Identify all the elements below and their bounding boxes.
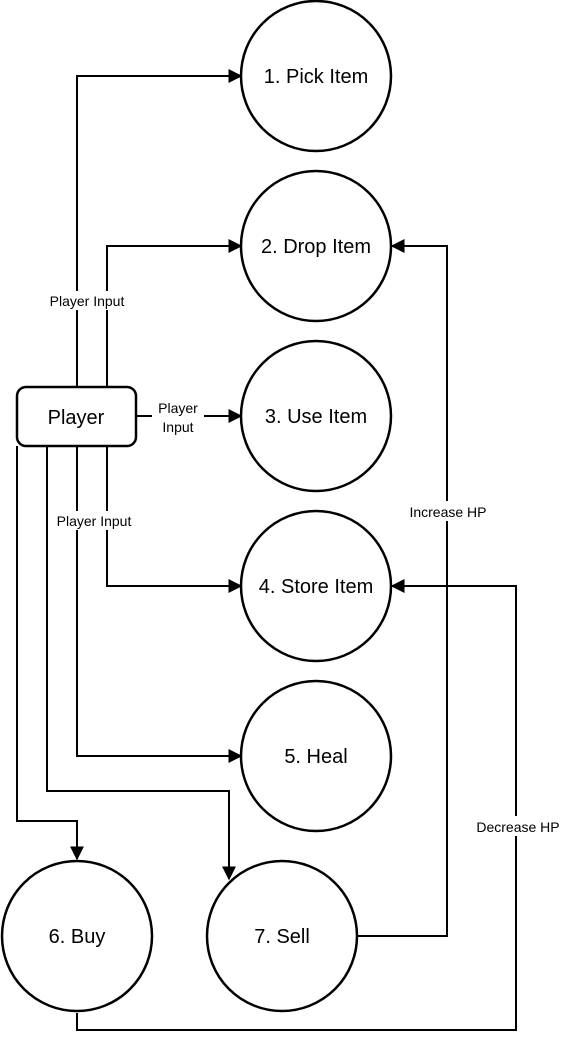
player-box xyxy=(15,385,138,448)
use-item-node[interactable]: 3. Use Item xyxy=(239,339,393,493)
heal-circle xyxy=(239,679,393,833)
edge-label-bg xyxy=(400,501,496,521)
heal-node[interactable]: 5. Heal xyxy=(239,679,393,833)
use-item-label: 3. Use Item xyxy=(265,406,367,428)
edge-player-to-drop-item xyxy=(106,239,243,387)
buy-node[interactable]: 6. Buy xyxy=(0,859,154,1013)
edge-label-decrease-hp: Decrease HP xyxy=(476,819,559,835)
store-item-node[interactable]: 4. Store Item xyxy=(239,509,393,663)
edge-player-to-store-item xyxy=(106,446,243,593)
sell-label: 7. Sell xyxy=(254,926,310,948)
edge-sell-to-drop-item xyxy=(357,239,448,937)
edge-label-player-input-mid-line1: Player xyxy=(158,400,198,416)
edge-label-bg xyxy=(49,511,139,530)
edge-player-to-sell xyxy=(46,446,236,881)
pick-item-node[interactable]: 1. Pick Item xyxy=(239,0,393,153)
store-item-label: 4. Store Item xyxy=(259,576,374,598)
edge-label-player-input-mid-line2: Input xyxy=(162,419,193,435)
edge-label-increase-hp: Increase HP xyxy=(409,504,486,520)
buy-label: 6. Buy xyxy=(49,926,106,948)
use-item-circle xyxy=(239,339,393,493)
edge-label-bg xyxy=(466,816,568,836)
store-item-circle xyxy=(239,509,393,663)
pick-item-circle xyxy=(239,0,393,153)
player-node[interactable]: Player xyxy=(15,385,138,448)
sell-circle xyxy=(205,859,359,1013)
drop-item-label: 2. Drop Item xyxy=(261,236,371,258)
edge-label-player-input-bottom: Player Input xyxy=(57,513,132,529)
sell-node[interactable]: 7. Sell xyxy=(205,859,359,1013)
edge-player-to-buy xyxy=(16,446,84,861)
heal-label: 5. Heal xyxy=(284,746,347,768)
drop-item-node[interactable]: 2. Drop Item xyxy=(239,169,393,323)
edge-label-bg xyxy=(40,291,130,310)
edge-label-player-input-top: Player Input xyxy=(50,293,125,309)
edge-player-to-pick-item xyxy=(76,69,243,387)
player-label: Player xyxy=(48,407,105,429)
edge-player-to-heal xyxy=(76,446,243,763)
pick-item-label: 1. Pick Item xyxy=(264,66,368,88)
edge-buy-to-store-item xyxy=(76,579,517,1031)
buy-circle xyxy=(0,859,154,1013)
drop-item-circle xyxy=(239,169,393,323)
edge-label-bg xyxy=(152,398,204,436)
